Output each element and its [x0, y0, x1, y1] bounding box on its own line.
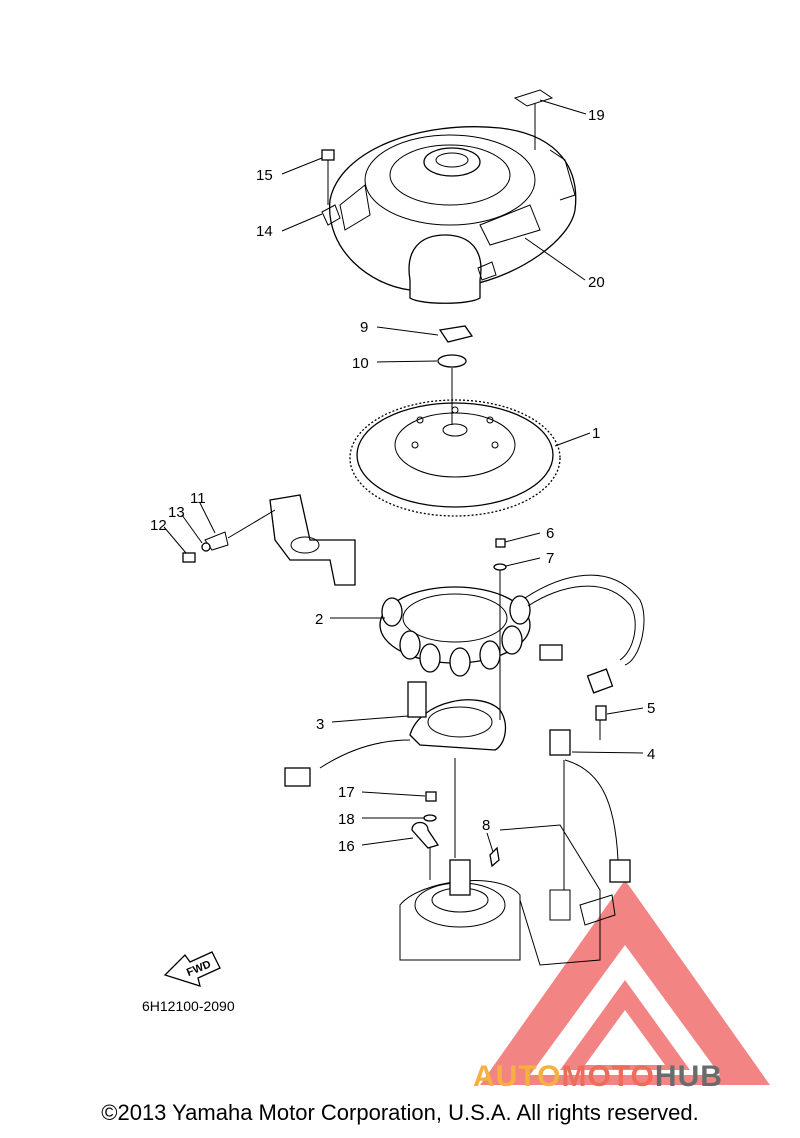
washer-18 — [423, 814, 437, 822]
callout-2: 2 — [315, 611, 323, 628]
screw-17 — [425, 791, 437, 802]
clamp-16 — [411, 821, 440, 849]
callout-12: 12 — [150, 517, 167, 534]
callout-20: 20 — [588, 274, 605, 291]
callout-1: 1 — [592, 425, 600, 442]
bolt-15 — [321, 149, 335, 205]
label-sticker — [513, 89, 554, 107]
callout-13: 13 — [168, 504, 185, 521]
watermark-word-hub: HUB — [655, 1060, 723, 1093]
callout-7: 7 — [546, 550, 554, 567]
callout-8: 8 — [482, 817, 490, 834]
callout-19: 19 — [588, 107, 605, 124]
callout-3: 3 — [316, 716, 324, 733]
callout-16: 16 — [338, 838, 355, 855]
callout-17: 17 — [338, 784, 355, 801]
stator — [379, 538, 645, 694]
callout-numbers: 1 2 3 4 5 6 7 8 9 10 11 12 13 14 15 16 1… — [150, 107, 655, 855]
bracket-assembly — [182, 494, 356, 586]
callout-4: 4 — [647, 746, 655, 763]
part-number: 6H12100-2090 — [142, 998, 235, 1014]
flywheel-cover — [321, 126, 577, 304]
callout-11: 11 — [190, 490, 206, 507]
watermark-word-moto: MOTO — [561, 1060, 654, 1093]
callout-18: 18 — [338, 811, 355, 828]
callout-9: 9 — [360, 319, 368, 336]
forward-arrow: FWD — [163, 951, 221, 987]
copyright-notice: ©2013 Yamaha Motor Corporation, U.S.A. A… — [101, 1100, 699, 1125]
key-8 — [489, 846, 500, 868]
engine-block — [399, 824, 616, 966]
watermark-text: AUTOMOTOHUB — [473, 1060, 723, 1093]
callout-14: 14 — [256, 223, 273, 240]
leader-lines — [163, 99, 644, 890]
callout-10: 10 — [352, 355, 369, 372]
nut — [438, 325, 474, 343]
pulser-coil — [284, 681, 507, 787]
sensor — [549, 705, 631, 883]
washer — [437, 354, 467, 368]
callout-5: 5 — [647, 700, 655, 717]
callout-6: 6 — [546, 525, 554, 542]
watermark-logo — [480, 880, 770, 1085]
flywheel — [349, 399, 561, 517]
watermark-word-auto: AUTO — [473, 1060, 561, 1093]
watermark-triangle-core — [585, 1010, 665, 1065]
callout-15: 15 — [256, 167, 273, 184]
